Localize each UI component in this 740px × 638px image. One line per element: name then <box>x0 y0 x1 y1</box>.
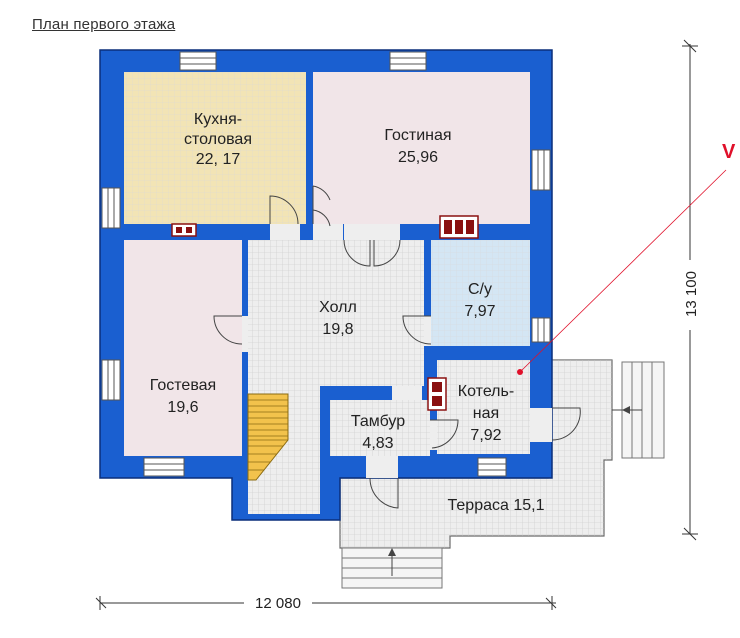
vent-boiler <box>427 377 447 411</box>
door-vestibule <box>430 419 459 450</box>
living-area: 25,96 <box>398 149 438 166</box>
doors <box>213 185 581 509</box>
bathroom-label: С/у <box>468 281 492 298</box>
terrace-steps-right <box>612 361 665 459</box>
kitchen-area: 22, 17 <box>196 151 241 168</box>
window <box>101 359 121 401</box>
hall-area: 19,8 <box>322 321 353 338</box>
terrace-label: Терраса 15,1 <box>448 497 545 514</box>
bathroom-area: 7,97 <box>464 303 495 320</box>
hall-label: Холл <box>319 299 357 316</box>
rooms <box>124 72 530 514</box>
guest-area: 19,6 <box>167 399 198 416</box>
door-guest <box>213 315 248 352</box>
terrace <box>339 359 665 589</box>
living-label: Гостиная <box>384 127 451 144</box>
room-living <box>313 72 530 224</box>
vent-living <box>439 215 479 239</box>
dimension-height: 13 100 <box>682 39 700 541</box>
window <box>531 149 551 191</box>
width-label: 12 080 <box>255 595 301 612</box>
door-terrace <box>366 456 399 509</box>
chimneys <box>171 215 479 411</box>
door-boiler <box>530 407 581 442</box>
door-hall-double <box>343 224 401 267</box>
kitchen-label-line1: Кухня- <box>194 111 242 128</box>
window <box>531 317 551 343</box>
callout: V <box>517 141 736 375</box>
terrace-steps-bottom <box>341 547 443 589</box>
door-living <box>312 185 343 240</box>
room-labels: Кухня- столовая 22, 17 Гостиная 25,96 Го… <box>150 111 545 514</box>
windows <box>101 51 551 477</box>
vestibule-label: Тамбур <box>351 413 405 430</box>
window <box>143 457 185 477</box>
vestibule-area: 4,83 <box>362 435 393 452</box>
dimension-width: 12 080 <box>95 595 557 612</box>
callout-label: V <box>722 141 736 163</box>
staircase <box>247 393 289 481</box>
vent-kitchen <box>171 223 197 237</box>
plan-title: План первого этажа <box>32 16 176 33</box>
door-kitchen <box>269 195 300 240</box>
window <box>477 457 507 477</box>
callout-leader <box>519 169 727 373</box>
guest-label: Гостевая <box>150 377 216 394</box>
callout-dot <box>517 369 523 375</box>
room-guest <box>124 240 242 456</box>
door-bathroom <box>402 315 432 346</box>
boiler-label-line2: ная <box>473 405 499 422</box>
boiler-label-line1: Котель- <box>458 383 514 400</box>
window <box>179 51 217 71</box>
kitchen-label-line2: столовая <box>184 131 252 148</box>
door-vestibule-top <box>392 386 422 400</box>
boiler-area: 7,92 <box>470 427 501 444</box>
window <box>101 187 121 229</box>
window <box>389 51 427 71</box>
height-label: 13 100 <box>683 271 700 317</box>
